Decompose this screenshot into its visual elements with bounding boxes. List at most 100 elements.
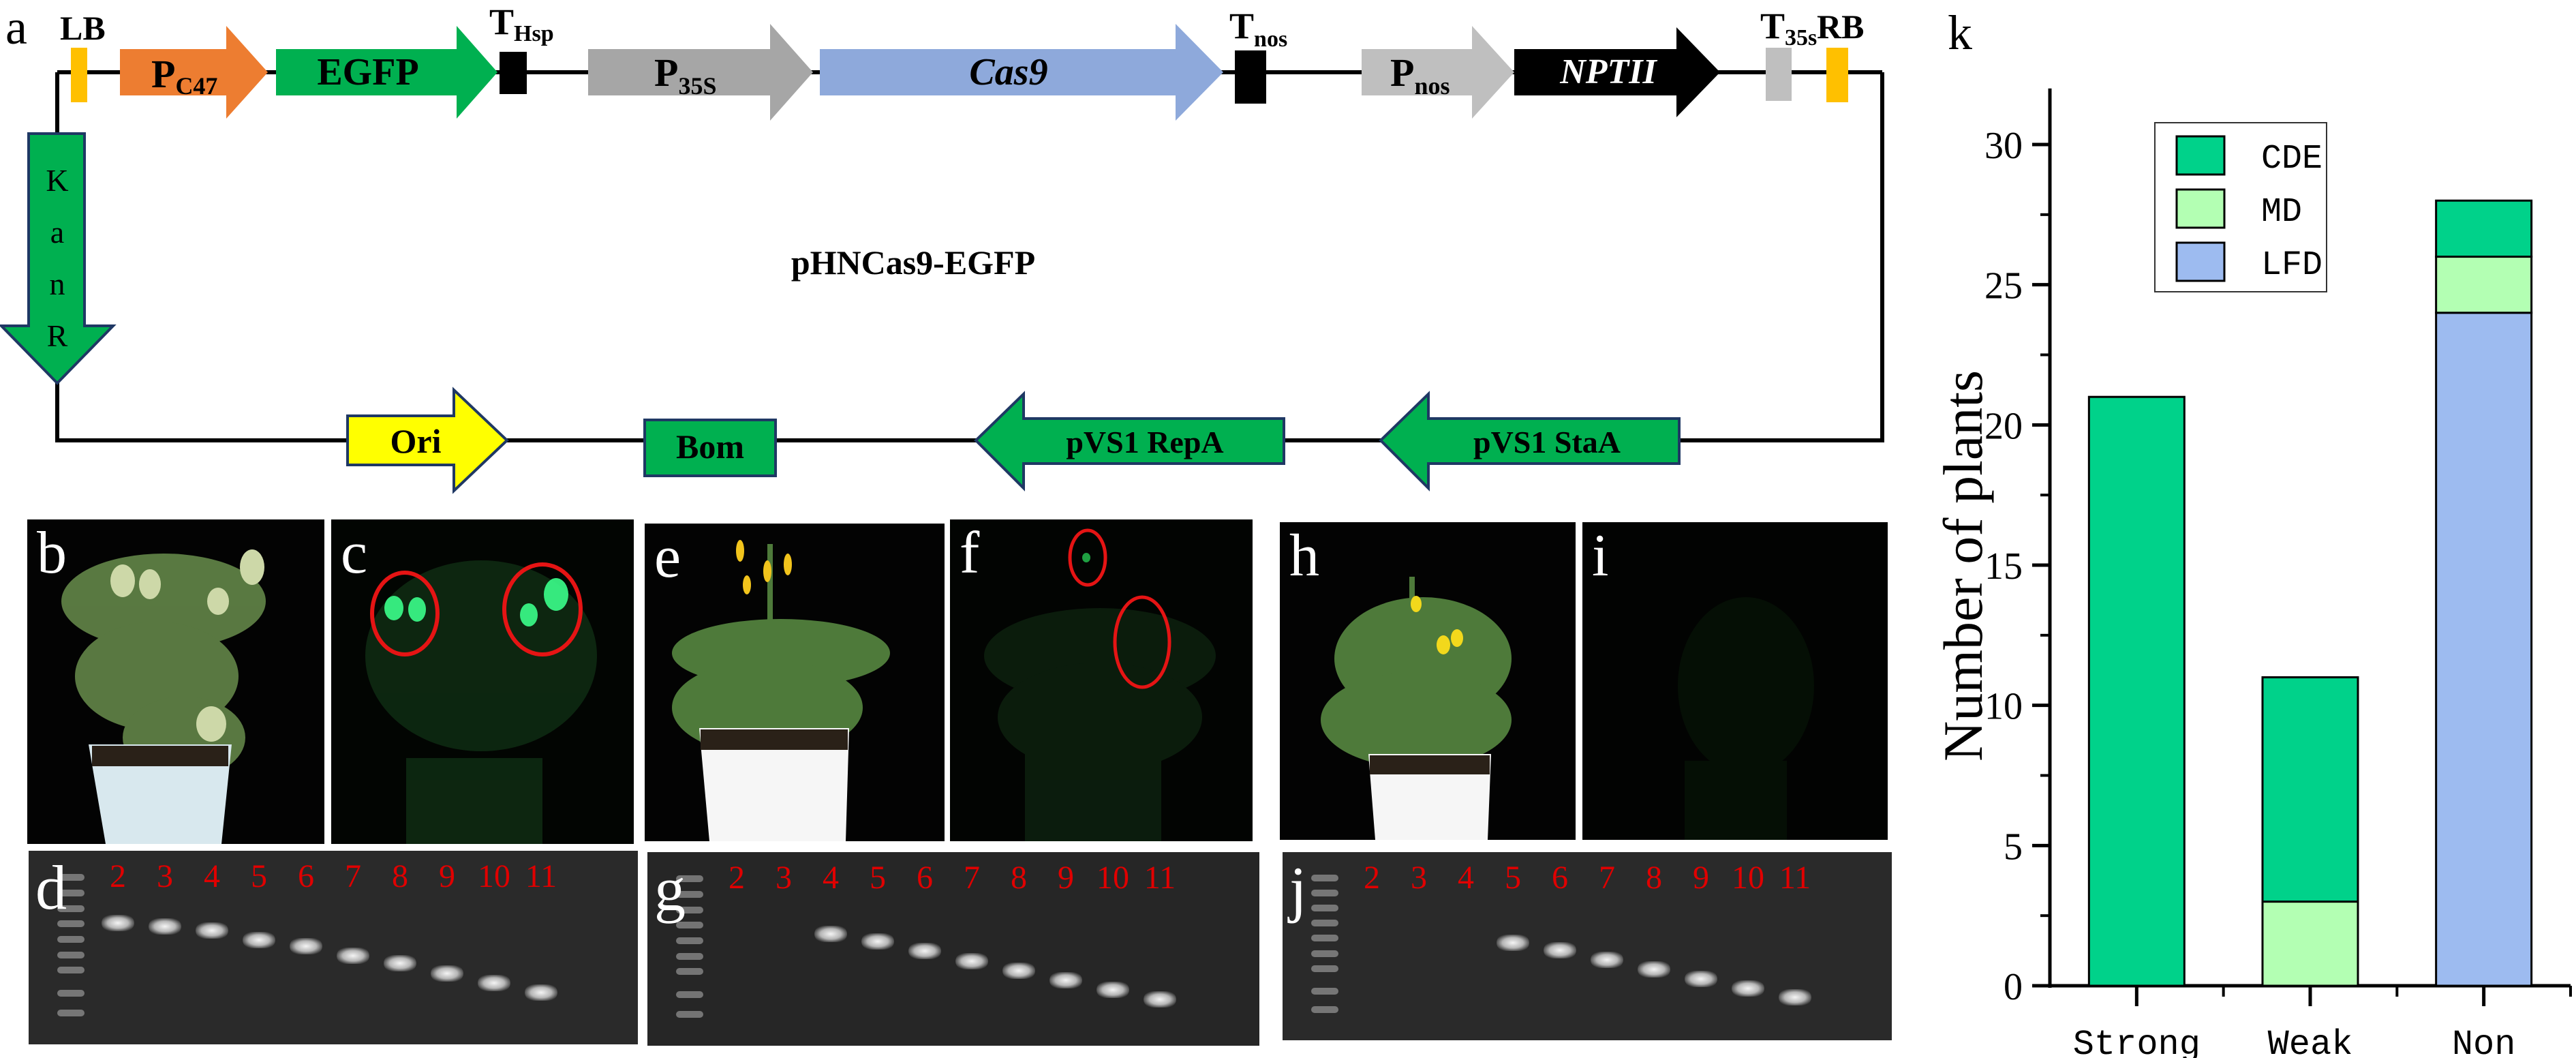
ladder-band: [676, 875, 703, 883]
pc47-sub: C47: [175, 72, 217, 100]
panel-label-h: h: [1289, 523, 1319, 589]
plant-fluorescence-image: [331, 519, 634, 844]
dna-band: [814, 925, 847, 942]
dna-band: [478, 974, 510, 991]
t35s-sub: 35s: [1785, 25, 1817, 50]
y-tick-label: 20: [1984, 405, 2023, 447]
ladder-band: [57, 905, 85, 912]
highlight-circles: [370, 562, 583, 656]
y-axis-label: Number of plants: [1932, 370, 1994, 761]
dna-band: [431, 965, 463, 982]
lb-label: LB: [60, 9, 106, 47]
lane-number: 10: [1097, 860, 1129, 896]
dna-band: [1049, 972, 1082, 989]
dna-band: [525, 984, 557, 1001]
lane-number: 2: [110, 858, 126, 894]
ladder-band: [57, 1009, 85, 1016]
lane-number: 8: [1011, 860, 1027, 896]
y-tick-label: 15: [1984, 545, 2023, 588]
ladder-band: [57, 874, 85, 881]
y-tick-label: 0: [2004, 966, 2023, 1008]
y-tick-label: 25: [1984, 265, 2023, 307]
pnos-element: Pnos: [1362, 26, 1514, 119]
staa-label: pVS1 StaA: [1473, 425, 1621, 459]
lane-number: 3: [776, 860, 792, 896]
panel-label-a: a: [5, 0, 27, 55]
panel-label-k: k: [1948, 5, 1972, 60]
dna-band: [102, 914, 134, 931]
photo-panel-b: b: [27, 519, 324, 844]
dna-band: [1144, 991, 1176, 1008]
t35s-label: T: [1760, 5, 1785, 46]
ori-label: Ori: [390, 422, 442, 460]
lane-number: 6: [1552, 860, 1568, 896]
thsp-sub: Hsp: [514, 21, 554, 46]
tnos-sub: nos: [1254, 27, 1287, 52]
pc47-label: P: [151, 52, 175, 96]
dna-band: [1638, 961, 1670, 978]
bom-element: Bom: [643, 419, 777, 477]
plasmid-name: pHNCas9-EGFP: [791, 243, 1035, 282]
ladder-band: [57, 990, 85, 997]
pnos-sub: nos: [1414, 72, 1450, 100]
dna-band: [955, 952, 988, 969]
dna-band: [1779, 989, 1811, 1006]
thsp-label: T: [489, 1, 514, 42]
lane-number: 2: [729, 860, 745, 896]
panel-label-d: d: [35, 853, 67, 922]
lane-number: 6: [917, 860, 933, 896]
bar-cde-non: [2435, 199, 2533, 258]
ladder-band: [1311, 987, 1338, 995]
lane-number: 7: [964, 860, 980, 896]
lane-number: 2: [1364, 860, 1380, 896]
bar-lfd-non: [2435, 312, 2533, 987]
svg-text:T35s: T35s: [1760, 5, 1817, 50]
lane-number: 5: [1505, 860, 1521, 896]
panel-label-i: i: [1592, 523, 1609, 589]
bar-md-non: [2435, 256, 2533, 314]
x-tick-label: Weak: [2268, 1025, 2353, 1058]
dna-band: [1685, 970, 1717, 987]
dna-band: [196, 922, 228, 939]
photo-panel-c: c: [331, 519, 634, 844]
ladder-band: [676, 968, 703, 976]
ladder-band: [57, 920, 85, 928]
staa-element: pVS1 StaA: [1379, 391, 1681, 492]
tnos-label: T: [1229, 5, 1254, 46]
repa-label: pVS1 RepA: [1066, 425, 1223, 459]
dna-band: [1097, 982, 1129, 999]
dna-band: [384, 955, 416, 972]
lane-number: 10: [478, 858, 510, 894]
panel-label-f: f: [960, 520, 980, 586]
lane-number: 10: [1732, 860, 1764, 896]
rb-element: RB: [1817, 7, 1864, 102]
lane-number: 7: [1599, 860, 1615, 896]
photo-panel-h: h: [1280, 522, 1576, 840]
dna-band: [1497, 935, 1529, 952]
p35s-label: P: [654, 50, 678, 95]
x-tick-label: Non: [2452, 1025, 2516, 1058]
lane-number: 4: [823, 860, 839, 896]
dna-band: [149, 918, 181, 935]
lane-number: 7: [345, 858, 361, 894]
ladder-band: [57, 889, 85, 896]
panel-label-g: g: [654, 854, 686, 924]
panel-label-e: e: [654, 524, 681, 590]
ladder-band: [676, 906, 703, 913]
highlight-circles: [1068, 528, 1171, 689]
ladder-band: [676, 937, 703, 944]
ori-element: Ori: [346, 387, 509, 494]
lane-number: 9: [439, 858, 455, 894]
dna-band: [908, 943, 941, 960]
dna-band: [337, 948, 369, 964]
ladder-band: [676, 922, 703, 929]
legend-label-md: MD: [2261, 193, 2302, 232]
photo-panel-i: i: [1582, 522, 1888, 840]
lane-number: 5: [870, 860, 886, 896]
